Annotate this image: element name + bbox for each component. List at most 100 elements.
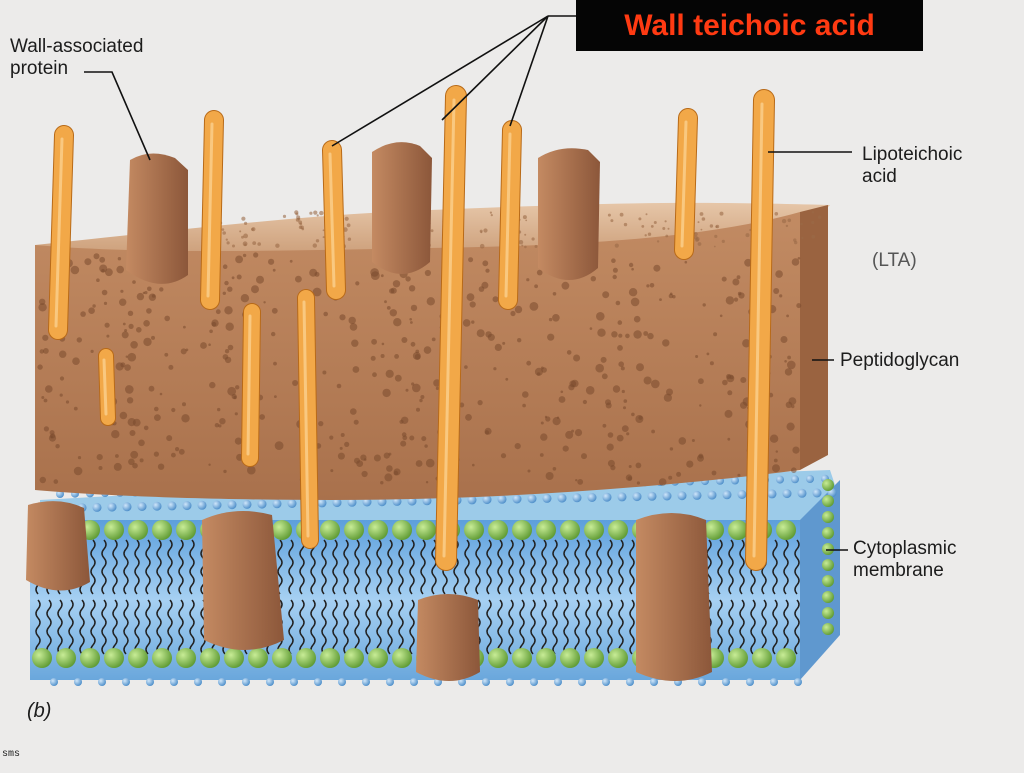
lipid-tail xyxy=(409,539,415,595)
pore xyxy=(164,352,169,357)
pore xyxy=(780,336,788,343)
pore xyxy=(736,275,741,280)
lipid-head-green xyxy=(152,648,172,668)
lipid-tail xyxy=(409,599,415,655)
pore xyxy=(787,360,796,370)
pore xyxy=(312,287,322,297)
pore xyxy=(103,301,108,305)
lipid-head-blue xyxy=(626,678,634,686)
pore xyxy=(482,260,489,267)
lipid-head-green xyxy=(728,648,748,668)
lipid-head-blue xyxy=(332,498,342,508)
pore xyxy=(487,333,495,341)
pore xyxy=(319,210,324,216)
pore xyxy=(111,430,120,439)
lipid-head-green xyxy=(822,559,834,571)
pore xyxy=(132,280,136,284)
pore xyxy=(295,212,299,216)
pore xyxy=(346,223,351,228)
pore xyxy=(472,463,475,467)
pore xyxy=(130,341,138,349)
label-lipoteichoic-acid: Lipoteichoic acid xyxy=(862,144,963,187)
pore xyxy=(225,238,228,241)
pore xyxy=(154,406,159,412)
lipid-head-green xyxy=(608,648,628,668)
pore xyxy=(423,346,432,354)
pore xyxy=(339,314,346,321)
lipid-tail xyxy=(519,539,525,595)
pore xyxy=(612,267,618,273)
lipid-head-blue xyxy=(458,678,466,686)
lipid-tail xyxy=(618,599,624,655)
lipid-tail xyxy=(794,599,800,655)
pore xyxy=(628,288,638,297)
pore xyxy=(323,311,329,317)
pore xyxy=(355,281,360,286)
pore xyxy=(370,268,379,277)
lipid-tail xyxy=(530,599,536,655)
teichoic-acid-rod-highlight xyxy=(752,102,764,558)
pore xyxy=(479,243,485,249)
lipid-tail xyxy=(354,539,360,595)
pore xyxy=(244,243,247,246)
lipid-tail xyxy=(299,599,305,655)
pore xyxy=(699,212,704,216)
lipid-tail xyxy=(530,539,536,595)
pore xyxy=(695,238,699,242)
lipid-tail xyxy=(783,599,789,655)
pore xyxy=(251,228,254,231)
pore xyxy=(659,298,662,301)
pore xyxy=(99,264,108,273)
lipid-head-green xyxy=(584,520,604,540)
pore xyxy=(492,296,499,303)
leader-wta-3 xyxy=(509,15,549,127)
corner-text: sms xyxy=(2,749,21,760)
lipid-head-blue xyxy=(782,489,792,499)
pore xyxy=(329,435,334,440)
pore xyxy=(577,479,584,485)
lipid-head-blue xyxy=(587,493,597,502)
lipid-head-green xyxy=(176,648,196,668)
pore xyxy=(415,349,420,354)
pore xyxy=(104,322,110,328)
lipid-tail xyxy=(79,599,85,655)
pore xyxy=(627,476,633,481)
lipid-head-blue xyxy=(506,678,514,686)
pore xyxy=(181,414,190,423)
pore xyxy=(214,423,220,428)
membrane-protein xyxy=(636,513,712,681)
lipid-head-green xyxy=(416,520,436,540)
lipid-head-blue xyxy=(557,493,567,503)
lipid-tail xyxy=(783,539,789,595)
pore xyxy=(125,355,128,358)
lipid-tail xyxy=(739,539,745,595)
pore xyxy=(667,227,670,230)
pore xyxy=(651,379,660,389)
pore xyxy=(725,296,735,305)
teichoic-acid-rod-highlight xyxy=(246,314,252,456)
pore xyxy=(70,265,80,275)
pore xyxy=(646,284,650,288)
lipid-head-blue xyxy=(722,678,730,686)
pore xyxy=(211,321,217,327)
teichoic-acid-rod xyxy=(242,304,260,466)
pore xyxy=(636,481,641,485)
pore xyxy=(130,450,139,459)
pore xyxy=(697,242,702,246)
lipid-head-green xyxy=(152,520,172,540)
pore xyxy=(217,407,221,412)
lipid-tail xyxy=(35,599,41,655)
lipid-head-blue xyxy=(317,498,327,508)
pore xyxy=(120,289,124,293)
pore xyxy=(392,280,401,288)
lipid-tail xyxy=(332,539,338,595)
pore xyxy=(699,404,702,407)
pore xyxy=(168,364,174,370)
pore xyxy=(623,222,628,227)
lipid-head-green xyxy=(392,648,412,668)
pore xyxy=(128,458,135,466)
pore xyxy=(781,218,787,224)
pore xyxy=(607,213,611,217)
